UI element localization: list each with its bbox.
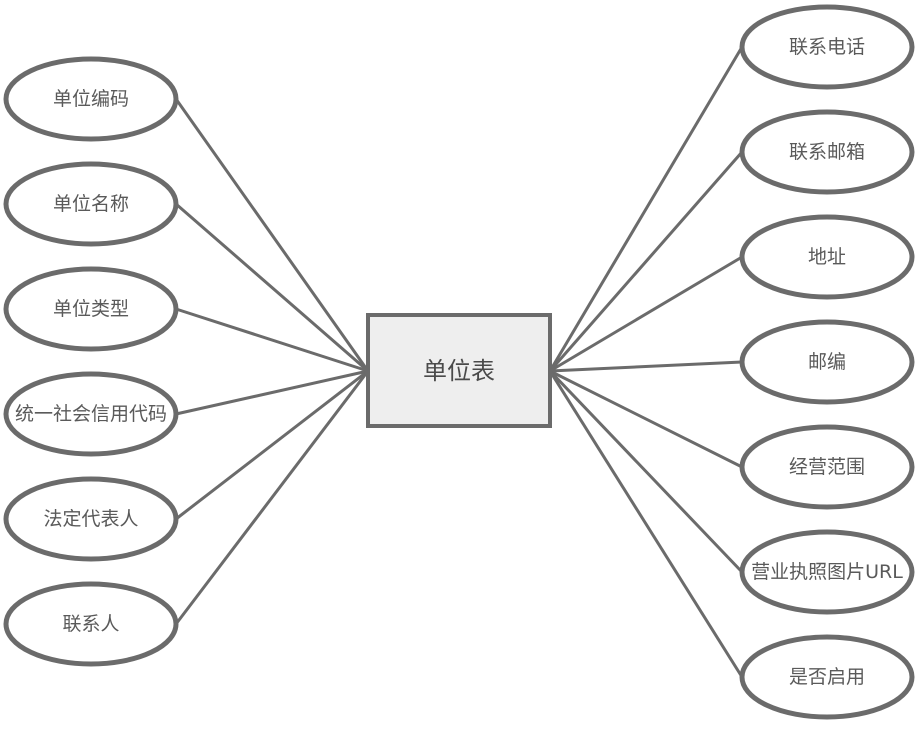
attribute-label: 联系邮箱 xyxy=(789,141,865,163)
connector-left-1 xyxy=(175,202,369,373)
attribute-ellipse[interactable] xyxy=(3,371,179,457)
entity-label: 单位表 xyxy=(423,357,495,385)
connector-right-3 xyxy=(549,360,743,373)
entity-box[interactable] xyxy=(366,313,552,428)
right-attribute-4[interactable]: 经营范围 xyxy=(739,424,915,510)
connector-right-5 xyxy=(548,369,744,574)
attribute-label: 法定代表人 xyxy=(43,508,138,530)
connector-left-2 xyxy=(175,307,369,373)
attribute-label: 联系电话 xyxy=(789,36,865,58)
connector-lines xyxy=(174,46,744,678)
attribute-label: 单位名称 xyxy=(53,193,129,215)
left-attribute-3[interactable]: 统一社会信用代码 xyxy=(3,371,179,457)
attribute-label: 营业执照图片URL xyxy=(751,561,903,583)
attribute-ellipse[interactable] xyxy=(3,161,179,247)
right-attribute-0[interactable]: 联系电话 xyxy=(739,4,915,90)
attribute-label: 统一社会信用代码 xyxy=(15,403,167,425)
attribute-ellipse[interactable] xyxy=(739,529,915,615)
attribute-ellipse[interactable] xyxy=(739,4,915,90)
left-attribute-4[interactable]: 法定代表人 xyxy=(3,476,179,562)
connector-right-0 xyxy=(548,46,744,372)
connector-right-1 xyxy=(548,151,744,372)
attribute-label: 邮编 xyxy=(808,351,846,373)
attribute-label: 单位类型 xyxy=(53,298,129,320)
attribute-label: 单位编码 xyxy=(53,88,129,110)
connector-right-4 xyxy=(549,369,743,469)
attribute-ellipse[interactable] xyxy=(3,266,179,352)
left-attribute-0[interactable]: 单位编码 xyxy=(3,56,179,142)
connector-left-4 xyxy=(175,369,369,521)
left-attribute-5[interactable]: 联系人 xyxy=(3,581,179,667)
right-attribute-6[interactable]: 是否启用 xyxy=(739,634,915,720)
attribute-ellipse[interactable] xyxy=(739,424,915,510)
attribute-label: 经营范围 xyxy=(789,456,865,478)
attribute-ellipse[interactable] xyxy=(3,476,179,562)
right-attribute-5[interactable]: 营业执照图片URL xyxy=(739,529,915,615)
attribute-ellipse[interactable] xyxy=(739,319,915,405)
attribute-label: 地址 xyxy=(808,246,846,268)
attribute-label: 是否启用 xyxy=(789,666,865,688)
connector-left-3 xyxy=(175,369,369,416)
right-attribute-2[interactable]: 地址 xyxy=(739,214,915,300)
attribute-ellipse[interactable] xyxy=(739,109,915,195)
left-attribute-1[interactable]: 单位名称 xyxy=(3,161,179,247)
connector-left-5 xyxy=(174,370,370,625)
attribute-ellipse[interactable] xyxy=(3,56,179,142)
connector-right-2 xyxy=(549,255,743,373)
attribute-ellipse[interactable] xyxy=(3,581,179,667)
entity-node[interactable]: 单位表 xyxy=(366,313,552,428)
attribute-label: 联系人 xyxy=(62,613,119,635)
right-attribute-1[interactable]: 联系邮箱 xyxy=(739,109,915,195)
attribute-ellipse[interactable] xyxy=(739,214,915,300)
connector-right-6 xyxy=(548,370,744,678)
connector-left-0 xyxy=(174,98,370,372)
left-attribute-2[interactable]: 单位类型 xyxy=(3,266,179,352)
right-attribute-3[interactable]: 邮编 xyxy=(739,319,915,405)
attribute-ellipse[interactable] xyxy=(739,634,915,720)
